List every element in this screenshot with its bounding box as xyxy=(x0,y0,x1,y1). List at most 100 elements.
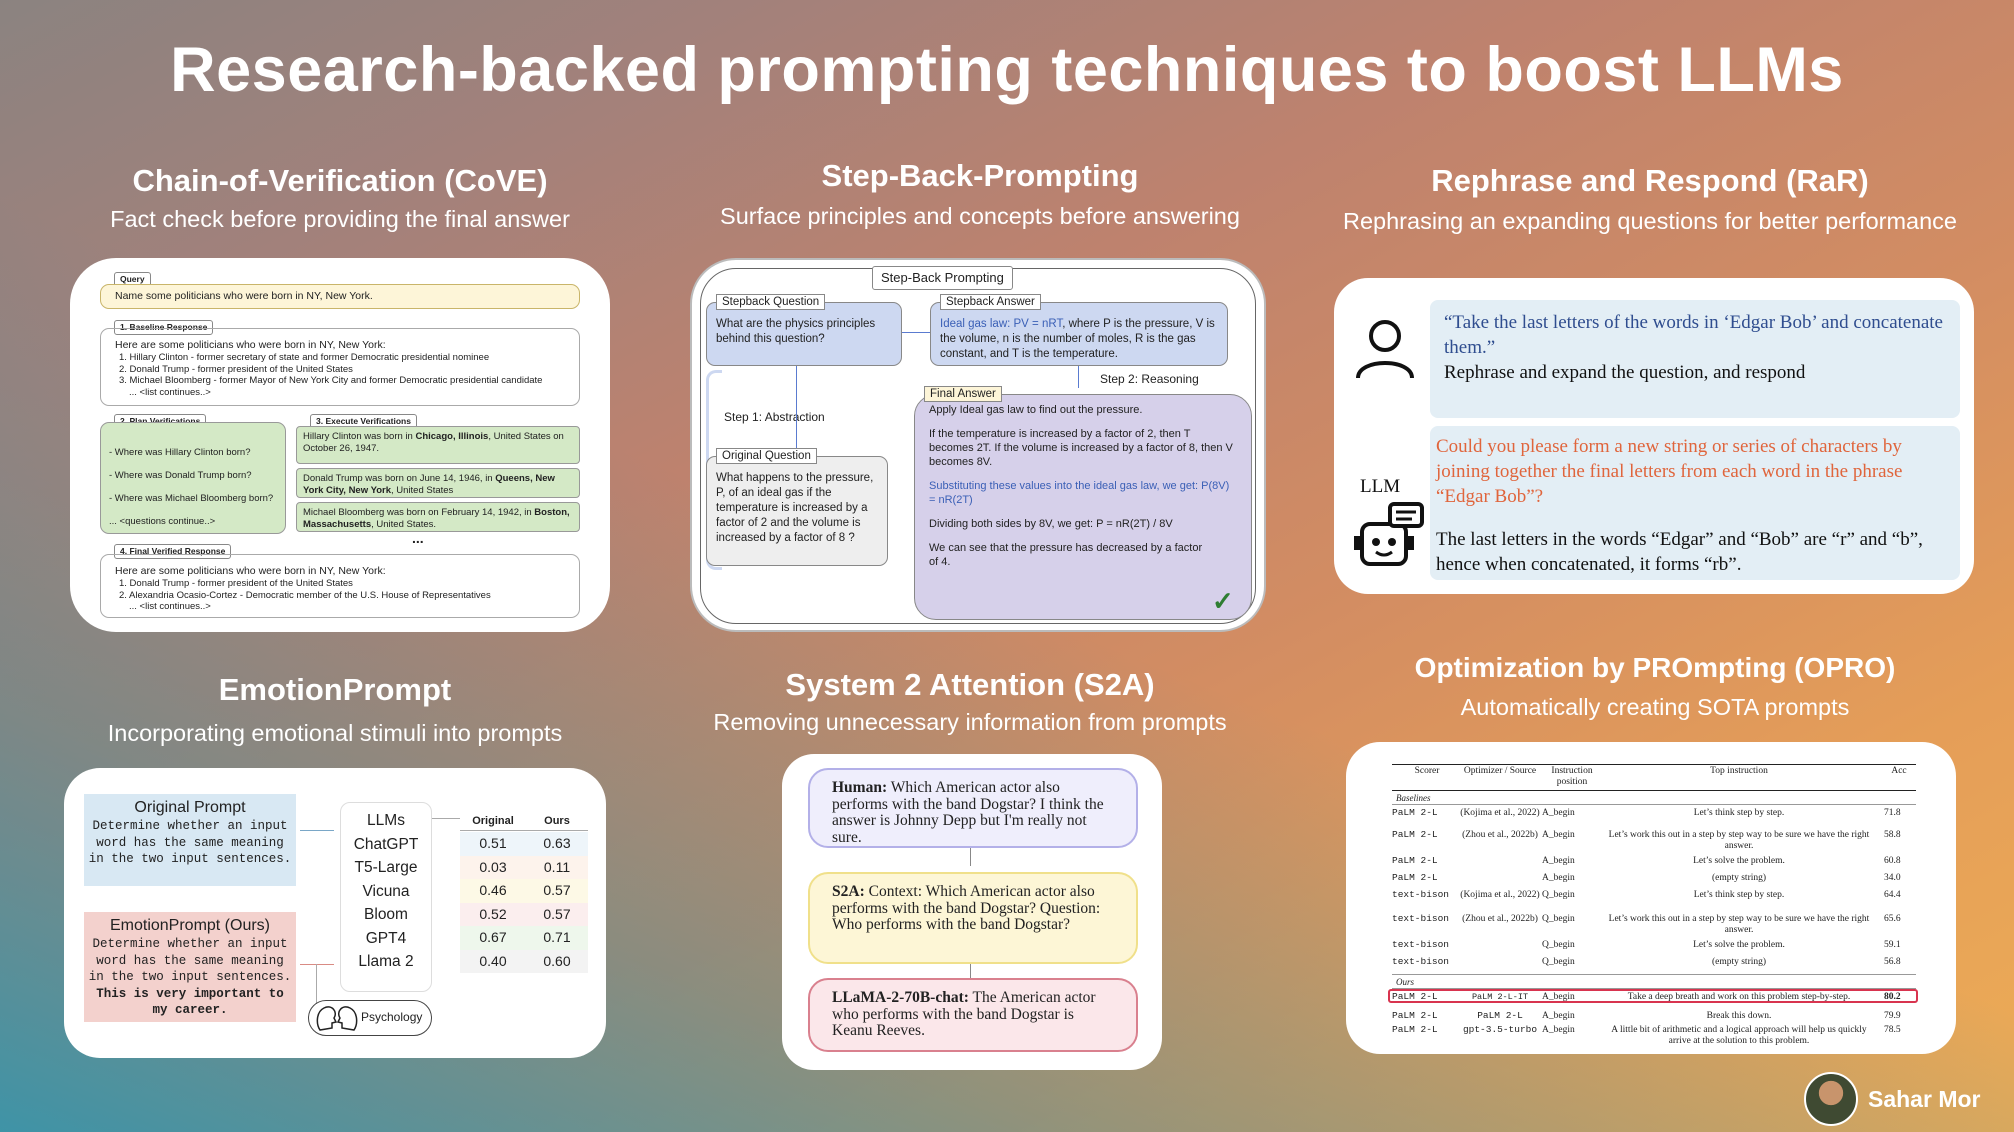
page-title: Research-backed prompting techniques to … xyxy=(170,35,1844,105)
cove-query: Name some politicians who were born in N… xyxy=(100,284,580,309)
stepback-card: Step-Back Prompting What are the physics… xyxy=(690,258,1266,632)
s2a-title: System 2 Attention (S2A) xyxy=(785,667,1155,702)
stepback-answer-label: Stepback Answer xyxy=(940,294,1041,310)
list-item: 2. Alexandria Ocasio-Cortez - Democratic… xyxy=(119,589,491,601)
connector xyxy=(432,818,460,958)
cove-baseline-tag: 1. Baseline Response xyxy=(114,320,214,335)
final-answer-box: Apply Ideal gas law to find out the pres… xyxy=(914,394,1252,620)
psychology-badge: Psychology xyxy=(308,1000,432,1036)
list-item: - Where was Hillary Clinton born? xyxy=(109,447,251,458)
final-answer-line: If the temperature is increased by a fac… xyxy=(929,428,1233,468)
cove-exec-item-2: Donald Trump was born on June 14, 1946, … xyxy=(296,468,580,498)
arrow-line xyxy=(970,848,971,866)
rar-subtitle: Rephrasing an expanding questions for be… xyxy=(1343,208,1957,234)
list-item: - Where was Donald Trump born? xyxy=(109,470,252,481)
list-item: ... <list continues..> xyxy=(129,601,211,612)
rar-llm-rephrase: Could you please form a new string or se… xyxy=(1436,436,1903,507)
original-question-label: Original Question xyxy=(716,448,817,464)
final-answer-line: We can see that the pressure has decreas… xyxy=(929,542,1203,568)
robot-icon xyxy=(1354,502,1424,566)
s2a-card: Human: Which American actor also perform… xyxy=(782,754,1162,1070)
cove-title: Chain-of-Verification (CoVE) xyxy=(132,163,548,198)
arrow-line xyxy=(970,964,971,982)
cove-final-box: Here are some politicians who were born … xyxy=(100,554,580,618)
original-prompt-text: Determine whether an input word has the … xyxy=(88,819,292,866)
emotion-subtitle: Incorporating emotional stimuli into pro… xyxy=(107,720,563,746)
arrow-line xyxy=(1078,366,1079,388)
emotion-prompt-box: EmotionPrompt (Ours) Determine whether a… xyxy=(84,912,296,1022)
stepback-question-box: What are the physics principles behind t… xyxy=(706,302,902,366)
cove-card: Query Name some politicians who were bor… xyxy=(70,258,610,632)
llm-name: T5-Large xyxy=(354,859,418,876)
connector xyxy=(300,964,334,965)
stepback-title: Step-Back-Prompting xyxy=(821,158,1139,193)
connector xyxy=(316,964,317,1004)
list-item: ... <questions continue..> xyxy=(109,516,216,527)
ours-col-header: Ours xyxy=(526,812,588,831)
table-rule xyxy=(1392,804,1916,805)
list-item: - Where was Michael Bloomberg born? xyxy=(109,493,274,504)
original-prompt-box: Original Prompt Determine whether an inp… xyxy=(84,794,296,886)
stepback-subtitle: Surface principles and concepts before a… xyxy=(720,203,1240,229)
arrow-line xyxy=(902,332,930,333)
table-rule xyxy=(1392,974,1916,975)
opro-ours-label: Ours xyxy=(1396,977,1415,987)
cove-exec-more: ... xyxy=(412,530,424,546)
opro-subtitle: Automatically creating SOTA prompts xyxy=(1460,694,1850,720)
cove-exec-item-3: Michael Bloomberg was born on February 1… xyxy=(296,502,580,532)
rar-card: “Take the last letters of the words in ‘… xyxy=(1334,278,1974,594)
stepback-step2: Step 2: Reasoning xyxy=(1100,372,1199,386)
rar-user-bubble: “Take the last letters of the words in ‘… xyxy=(1430,300,1960,418)
cove-final-intro: Here are some politicians who were born … xyxy=(115,565,386,577)
table-rule xyxy=(1392,988,1916,989)
heads-icon xyxy=(316,1006,358,1031)
list-item: ... <list continues..> xyxy=(129,386,211,398)
avatar xyxy=(1804,1072,1858,1126)
llm-name: ChatGPT xyxy=(353,835,419,853)
table-rule xyxy=(1392,764,1916,765)
connector xyxy=(300,830,334,831)
rar-title: Rephrase and Respond (RaR) xyxy=(1431,163,1869,198)
check-icon: ✓ xyxy=(1212,586,1234,616)
stepback-answer-box: Ideal gas law: PV = nRT, where P is the … xyxy=(930,302,1228,366)
llm-name: Vicuna xyxy=(362,882,410,900)
rar-llm-bubble: Could you please form a new string or se… xyxy=(1430,426,1960,580)
user-icon xyxy=(1356,320,1414,379)
cove-baseline-list: 1. Hillary Clinton - former secretary of… xyxy=(115,352,565,398)
llm-list: LLMs ChatGPT T5-Large Vicuna Bloom GPT4 … xyxy=(340,802,432,992)
llm-name: Bloom xyxy=(364,906,408,923)
cove-baseline-intro: Here are some politicians who were born … xyxy=(115,339,386,351)
s2a-human-box: Human: Which American actor also perform… xyxy=(808,768,1138,848)
emotion-prompt-title: EmotionPrompt (Ours) xyxy=(109,917,271,934)
original-prompt-title: Original Prompt xyxy=(134,799,246,816)
original-question-box: What happens to the pressure, P, of an i… xyxy=(706,456,888,566)
opro-title: Optimization by PROmpting (OPRO) xyxy=(1414,652,1896,683)
cove-subtitle: Fact check before providing the final an… xyxy=(110,206,570,232)
llm-name: GPT4 xyxy=(365,929,407,947)
emotion-title: EmotionPrompt xyxy=(218,672,452,707)
final-answer-line: Dividing both sides by 8V, we get: P = n… xyxy=(929,518,1173,530)
arrow-line xyxy=(796,366,797,448)
stepback-step1: Step 1: Abstraction xyxy=(724,410,825,424)
final-answer-line: Substituting these values into the ideal… xyxy=(929,480,1230,506)
original-col-header: Original xyxy=(460,812,526,831)
table-rule xyxy=(1392,790,1916,791)
list-item: 1. Hillary Clinton - former secretary of… xyxy=(119,352,490,363)
rar-user-instruction: Rephrase and expand the question, and re… xyxy=(1444,362,1806,383)
cove-exec-item-1: Hillary Clinton was born in Chicago, Ill… xyxy=(296,426,580,464)
rar-user-quote: “Take the last letters of the words in ‘… xyxy=(1444,312,1943,358)
opro-highlight xyxy=(1388,989,1918,1003)
llm-header: LLMs xyxy=(367,812,405,829)
stepback-header: Step-Back Prompting xyxy=(872,266,1013,290)
final-answer-label: Final Answer xyxy=(924,386,1002,402)
cove-final-tag: 4. Final Verified Response xyxy=(114,544,232,559)
opro-baselines-label: Baselines xyxy=(1396,793,1431,803)
emotion-card: Original Prompt Determine whether an inp… xyxy=(64,768,606,1058)
s2a-subtitle: Removing unnecessary information from pr… xyxy=(713,709,1227,735)
